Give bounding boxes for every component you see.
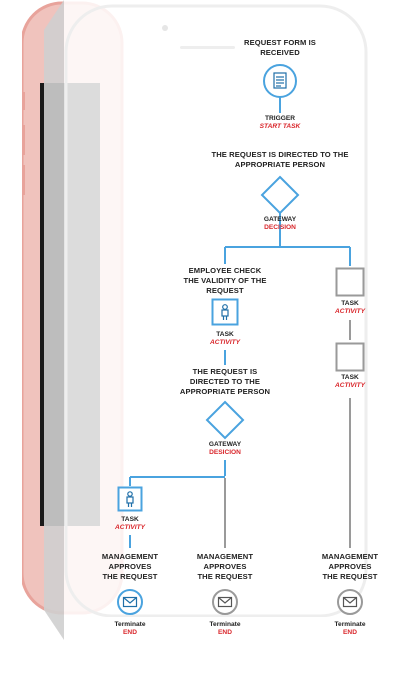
document-icon (273, 72, 287, 89)
end1-node[interactable] (116, 588, 144, 616)
envelope-icon (122, 596, 138, 608)
right-task1-kind: TASK (341, 300, 359, 307)
phone-side-button (22, 165, 25, 195)
phone-home-area (64, 617, 412, 640)
end3-kind: Terminate (334, 621, 366, 628)
phone-outline (64, 4, 368, 618)
person-icon (126, 491, 134, 507)
phone-side-button (22, 125, 25, 155)
overlay-shadow (44, 0, 64, 640)
end3-title: MANAGEMENT APPROVES THE REQUEST (321, 552, 379, 581)
right-task1-node[interactable] (335, 267, 365, 297)
gateway1-title: THE REQUEST IS DIRECTED TO THE APPROPRIA… (211, 150, 349, 169)
task-check-title: EMPLOYEE CHECK THE VALIDITY OF THE REQUE… (183, 266, 267, 295)
start-sub: START TASK (259, 123, 301, 130)
phone-mockup (22, 0, 412, 640)
envelope-icon (217, 596, 233, 608)
right-task2-node[interactable] (335, 342, 365, 372)
end1-title: MANAGEMENT APPROVES THE REQUEST (101, 552, 159, 581)
person-icon (221, 304, 229, 320)
bottom-task-kind: TASK (121, 516, 139, 523)
gateway1-kind: GATEWAY (263, 216, 297, 223)
phone-camera (162, 25, 168, 31)
right-task1-sub: ACTIVITY (334, 308, 366, 315)
task-check-sub: ACTIVITY (209, 339, 241, 346)
bottom-task-sub: ACTIVITY (114, 524, 146, 531)
right-task2-sub: ACTIVITY (334, 382, 366, 389)
end2-kind: Terminate (209, 621, 241, 628)
gateway2-kind: GATEWAY (208, 441, 242, 448)
end3-sub: END (343, 629, 357, 636)
end2-sub: END (218, 629, 232, 636)
end2-title: MANAGEMENT APPROVES THE REQUEST (196, 552, 254, 581)
start-kind: TRIGGER (264, 115, 296, 122)
phone-side-button (22, 92, 25, 110)
start-title: REQUEST FORM IS RECEIVED (244, 38, 316, 57)
bottom-task-node[interactable] (117, 486, 143, 512)
end2-node[interactable] (211, 588, 239, 616)
end3-node[interactable] (336, 588, 364, 616)
end1-kind: Terminate (114, 621, 146, 628)
gateway2-title: THE REQUEST IS DIRECTED TO THE APPROPRIA… (179, 367, 271, 396)
gateway2-node[interactable] (203, 398, 247, 442)
phone-speaker (180, 46, 235, 49)
gateway1-sub: DECISION (264, 224, 296, 231)
right-task2-kind: TASK (341, 374, 359, 381)
envelope-icon (342, 596, 358, 608)
end1-sub: END (123, 629, 137, 636)
gateway2-sub: DESICION (209, 449, 241, 456)
task-check-node[interactable] (211, 298, 239, 326)
start-event-node[interactable] (262, 63, 298, 99)
gateway1-node[interactable] (258, 173, 302, 217)
task-check-kind: TASK (216, 331, 234, 338)
